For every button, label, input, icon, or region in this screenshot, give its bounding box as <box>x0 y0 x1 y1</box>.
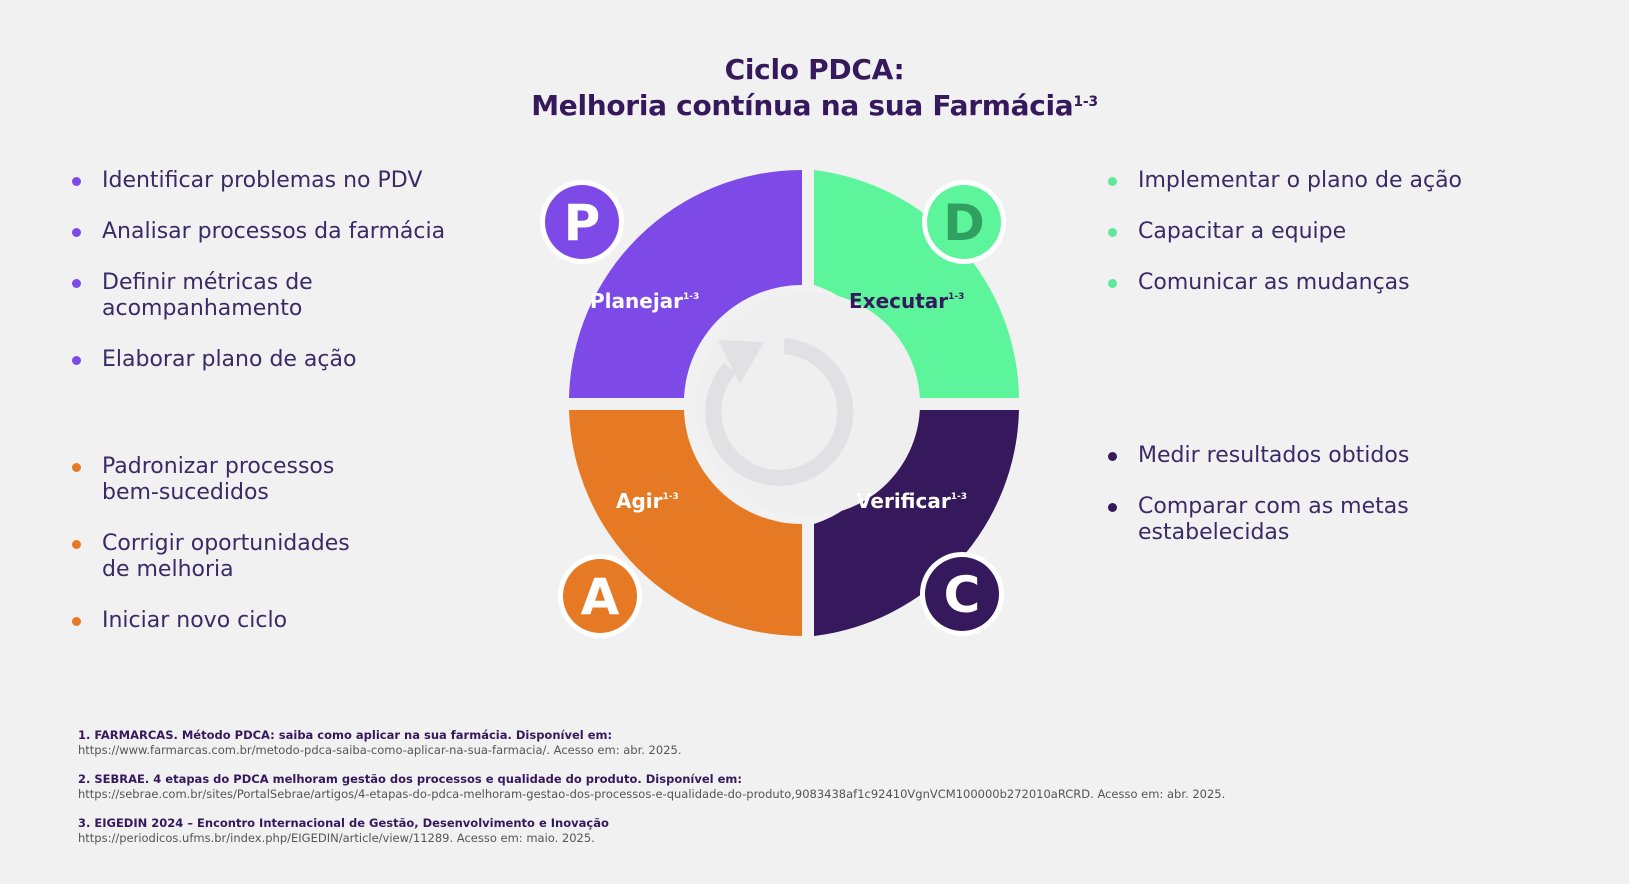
check-quadrant <box>814 410 1019 636</box>
bullet-dot <box>1108 452 1117 461</box>
act-badge: A <box>558 554 642 638</box>
title-line-2: Melhoria contínua na sua Farmácia1-3 <box>0 88 1629 124</box>
plan-label: Planejar1-3 <box>590 289 699 313</box>
act-list-item: Corrigir oportunidades de melhoria <box>72 531 492 583</box>
check-list-item: Medir resultados obtidos <box>1108 443 1548 469</box>
bullet-dot <box>1108 228 1117 237</box>
bullet-dot <box>1108 503 1117 512</box>
check-badge: C <box>920 552 1004 636</box>
svg-text:A: A <box>581 568 620 626</box>
reference-item: 3. EIGEDIN 2024 – Encontro Internacional… <box>78 816 1578 846</box>
do-list-text: Capacitar a equipe <box>1138 219 1347 244</box>
do-label: Executar1-3 <box>849 289 964 313</box>
pdca-cycle-diagram: Planejar1-3 Executar1-3 Agir1-3 Verifica… <box>540 170 1019 638</box>
svg-text:D: D <box>943 194 985 252</box>
bullet-dot <box>1108 177 1117 186</box>
refresh-cycle-icon <box>705 338 854 486</box>
svg-text:P: P <box>564 194 601 252</box>
act-list-text: Padronizar processos bem-sucedidos <box>102 454 335 505</box>
reference-item: 1. FARMARCAS. Método PDCA: saiba como ap… <box>78 728 1578 758</box>
svg-text:C: C <box>944 566 981 624</box>
reference-url: https://sebrae.com.br/sites/PortalSebrae… <box>78 787 1226 801</box>
act-list-text: Iniciar novo ciclo <box>102 608 288 633</box>
title-line-2-text: Melhoria contínua na sua Farmácia <box>531 89 1074 122</box>
bullet-dot <box>72 279 81 288</box>
reference-url: https://www.farmarcas.com.br/metodo-pdca… <box>78 743 682 757</box>
plan-badge: P <box>540 180 624 264</box>
bullet-dot <box>72 617 81 626</box>
act-list-item: Padronizar processos bem-sucedidos <box>72 454 492 506</box>
plan-list-text: Identificar problemas no PDV <box>102 168 423 193</box>
bullet-dot <box>72 463 81 472</box>
reference-url: https://periodicos.ufms.br/index.php/EIG… <box>78 831 595 845</box>
plan-list: Identificar problemas no PDV Analisar pro… <box>72 168 492 398</box>
bullet-dot <box>72 177 81 186</box>
reference-title: 2. SEBRAE. 4 etapas do PDCA melhoram ges… <box>78 772 742 786</box>
do-list-text: Implementar o plano de ação <box>1138 168 1463 193</box>
do-badge: D <box>922 180 1006 264</box>
plan-list-text: Elaborar plano de ação <box>102 347 357 372</box>
plan-list-item: Definir métricas de acompanhamento <box>72 270 492 322</box>
plan-list-text: Definir métricas de acompanhamento <box>102 270 313 321</box>
page-title: Ciclo PDCA: Melhoria contínua na sua Far… <box>0 52 1629 124</box>
bullet-dot <box>72 356 81 365</box>
act-list-text: Corrigir oportunidades de melhoria <box>102 531 350 582</box>
plan-list-item: Elaborar plano de ação <box>72 347 492 373</box>
bullet-dot <box>72 228 81 237</box>
act-label: Agir1-3 <box>616 489 679 513</box>
plan-list-text: Analisar processos da farmácia <box>102 219 446 244</box>
center-circle <box>696 292 920 516</box>
references: 1. FARMARCAS. Método PDCA: saiba como ap… <box>78 728 1578 860</box>
title-line-1: Ciclo PDCA: <box>724 53 905 86</box>
reference-item: 2. SEBRAE. 4 etapas do PDCA melhoram ges… <box>78 772 1578 802</box>
check-list-text: Comparar com as metas estabelecidas <box>1138 494 1409 545</box>
do-quadrant <box>814 170 1019 398</box>
plan-quadrant <box>569 170 802 398</box>
act-quadrant <box>569 410 802 636</box>
reference-title: 3. EIGEDIN 2024 – Encontro Internacional… <box>78 816 609 830</box>
check-list-text: Medir resultados obtidos <box>1138 443 1410 468</box>
act-list-item: Iniciar novo ciclo <box>72 608 492 634</box>
bullet-dot <box>1108 279 1117 288</box>
check-list-item: Comparar com as metas estabelecidas <box>1108 494 1548 546</box>
do-list-item: Comunicar as mudanças <box>1108 270 1548 296</box>
do-list-text: Comunicar as mudanças <box>1138 270 1410 295</box>
plan-list-item: Identificar problemas no PDV <box>72 168 492 194</box>
reference-title: 1. FARMARCAS. Método PDCA: saiba como ap… <box>78 728 613 742</box>
do-list-item: Capacitar a equipe <box>1108 219 1548 245</box>
plan-list-item: Analisar processos da farmácia <box>72 219 492 245</box>
title-superscript: 1-3 <box>1073 94 1098 110</box>
bullet-dot <box>72 540 81 549</box>
do-list-item: Implementar o plano de ação <box>1108 168 1548 194</box>
check-label: Verificar1-3 <box>856 489 967 513</box>
